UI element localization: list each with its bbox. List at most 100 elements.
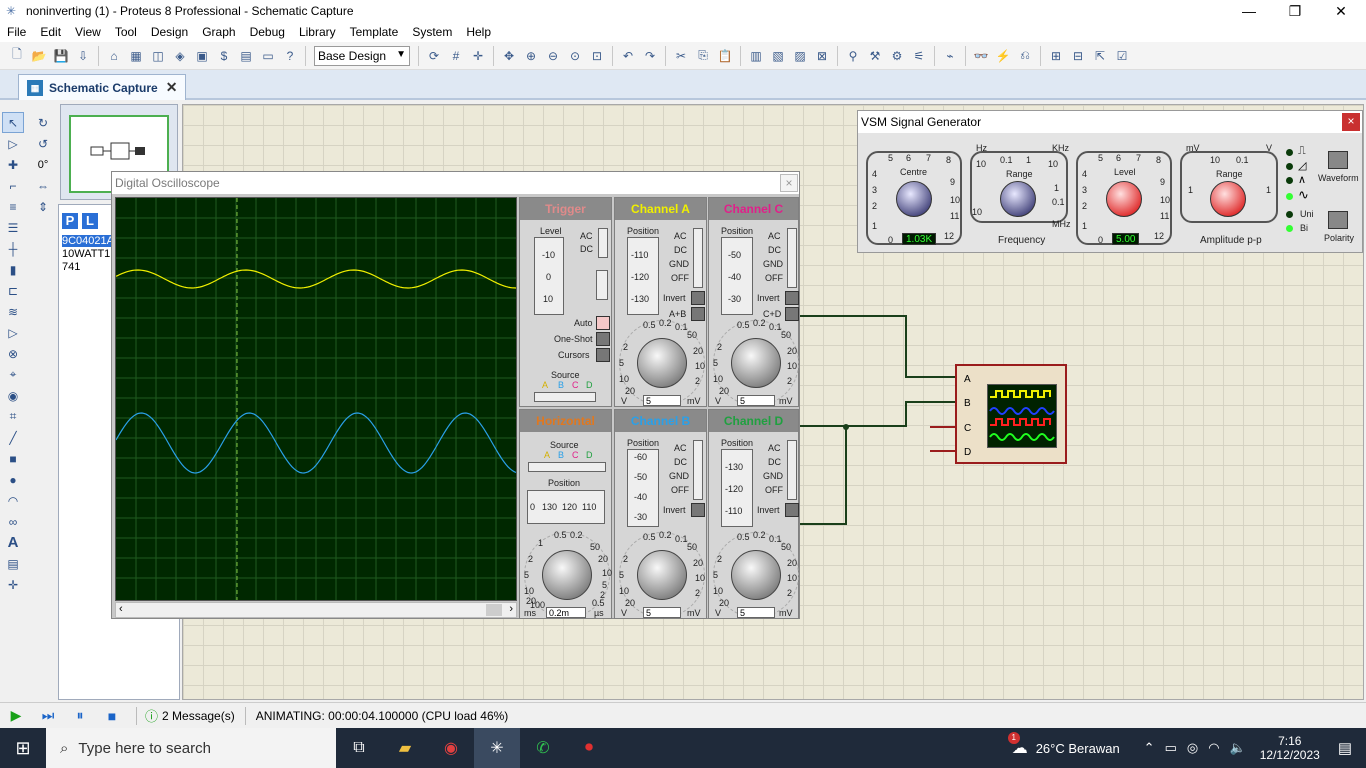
channel-c-volts-knob[interactable]	[731, 338, 781, 388]
design-select[interactable]: Base Design ▼	[314, 45, 410, 66]
trigger-auto-button[interactable]	[596, 316, 610, 330]
zoom-area-icon[interactable]: ⊡	[591, 48, 603, 63]
paste-icon[interactable]: 📋	[717, 48, 733, 63]
trigger-level-slider[interactable]: -10 0 10	[534, 237, 564, 315]
pause-icon[interactable]: ⏸	[76, 707, 84, 723]
wire-autorouter-icon[interactable]: ⌁	[946, 48, 954, 63]
taskbar-search-box[interactable]: ⌕ Type here to search	[46, 728, 336, 768]
rotate-anticlockwise-icon[interactable]: ↺	[37, 136, 49, 151]
minimize-button[interactable]: —	[1242, 3, 1256, 19]
chrome-icon[interactable]: ◉	[444, 740, 458, 757]
copy-icon[interactable]: ⎘	[698, 48, 708, 62]
pick-device-icon[interactable]: ⚲	[848, 48, 858, 63]
notes-icon[interactable]: ▭	[262, 48, 274, 63]
generator-mode-icon[interactable]: ⊗	[7, 346, 19, 361]
tape-recorder-icon[interactable]: ▷	[8, 325, 18, 340]
channel-a-invert-button[interactable]	[691, 291, 705, 305]
menu-help[interactable]: Help	[466, 25, 492, 39]
3d-icon[interactable]: ◈	[175, 48, 185, 63]
menu-debug[interactable]: Debug	[249, 25, 285, 39]
decompose-icon[interactable]: ⚟	[913, 48, 925, 63]
weather-icon[interactable]: ☁ 1	[1007, 732, 1028, 758]
channel-a-coupling-switch[interactable]	[693, 228, 703, 288]
menu-file[interactable]: File	[7, 25, 27, 39]
junction-dot-icon[interactable]: ✚	[7, 157, 19, 172]
channel-a-volts-knob[interactable]	[637, 338, 687, 388]
stop-icon[interactable]: ■	[107, 707, 117, 724]
menu-library[interactable]: Library	[298, 25, 336, 39]
new-file-icon[interactable]: 🗋	[12, 47, 22, 61]
weather-text[interactable]: 26°C Berawan	[1035, 740, 1120, 756]
whatsapp-icon[interactable]: ✆	[536, 740, 550, 757]
device-pins-icon[interactable]: ⊏	[7, 283, 19, 298]
task-view-icon[interactable]: ⧉	[353, 739, 365, 756]
volume-icon[interactable]: 🔈	[1229, 740, 1246, 755]
wire-label-icon[interactable]: ⌐	[9, 178, 17, 193]
channel-c-value[interactable]: 5	[737, 395, 775, 406]
device-item-10watt1[interactable]: 10WATT1	[62, 248, 111, 260]
battery-icon[interactable]: ▭	[1164, 740, 1177, 755]
line-tool-icon[interactable]: ╱	[9, 430, 17, 445]
channel-b-position-slider[interactable]: -60 -50 -40 -30	[627, 449, 659, 527]
rotate-clockwise-icon[interactable]: ↻	[37, 115, 49, 130]
pick-devices-button[interactable]: P	[62, 213, 78, 229]
home-icon[interactable]: ⌂	[110, 48, 118, 63]
channel-c-coupling-switch[interactable]	[787, 228, 797, 288]
amplitude-range-knob[interactable]	[1210, 181, 1246, 217]
trigger-source-slider[interactable]	[534, 392, 596, 402]
webcam-icon[interactable]: ◎	[1186, 740, 1199, 755]
scroll-right-icon[interactable]: ›	[509, 603, 513, 615]
open-file-icon[interactable]: 📂	[31, 48, 47, 63]
block-rotate-icon[interactable]: ▨	[794, 48, 806, 63]
trigger-edge-switch[interactable]	[596, 270, 608, 300]
close-tab-icon[interactable]: ✕	[165, 79, 178, 95]
channel-c-combine-button[interactable]	[785, 307, 799, 321]
channel-b-volts-knob[interactable]	[637, 550, 687, 600]
remove-sheet-icon[interactable]: ⊟	[1072, 48, 1084, 63]
block-copy-icon[interactable]: ▥	[750, 48, 762, 63]
signal-generator-title-bar[interactable]: VSM Signal Generator	[858, 111, 1362, 133]
text-tool-icon[interactable]: A	[7, 534, 19, 551]
channel-d-coupling-switch[interactable]	[787, 440, 797, 500]
gerber-icon[interactable]: ▣	[196, 48, 208, 63]
menu-graph[interactable]: Graph	[202, 25, 236, 39]
channel-d-position-slider[interactable]: -130 -120 -110	[721, 449, 753, 527]
selection-mode-icon[interactable]: ↖	[2, 112, 24, 133]
pcb-icon[interactable]: ◫	[152, 48, 164, 63]
wifi-icon[interactable]: ◠	[1208, 740, 1220, 755]
channel-b-invert-button[interactable]	[691, 503, 705, 517]
zoom-all-icon[interactable]: ⊙	[569, 48, 581, 63]
help-icon[interactable]: ?	[286, 48, 294, 63]
channel-c-invert-button[interactable]	[785, 291, 799, 305]
menu-design[interactable]: Design	[150, 25, 189, 39]
channel-a-value[interactable]: 5	[643, 395, 681, 406]
terminals-icon[interactable]: ▮	[9, 262, 17, 277]
horizontal-source-slider[interactable]	[528, 462, 606, 472]
step-icon[interactable]: ⏭	[41, 707, 55, 723]
subcircuit-icon[interactable]: ┼	[8, 241, 18, 256]
rotation-value[interactable]: 0°	[37, 158, 49, 171]
channel-a-position-slider[interactable]: -110 -120 -130	[627, 237, 659, 315]
import-icon[interactable]: ⇩	[77, 48, 89, 63]
current-probe-icon[interactable]: ◉	[7, 388, 19, 403]
box-tool-icon[interactable]: ■	[9, 451, 17, 466]
symbol-tool-icon[interactable]: ▤	[7, 556, 19, 571]
trigger-coupling-switch[interactable]	[598, 228, 608, 258]
voltage-probe-icon[interactable]: ⌖	[9, 367, 17, 381]
messages-count[interactable]: 2 Message(s)	[162, 708, 235, 723]
trigger-one-shot-button[interactable]	[596, 332, 610, 346]
arc-tool-icon[interactable]: ◠	[7, 493, 19, 508]
device-item-9c04021a[interactable]: 9C04021A	[62, 235, 114, 247]
file-explorer-icon[interactable]: ▰	[398, 740, 412, 757]
origin-icon[interactable]: ✛	[472, 48, 484, 63]
scroll-left-icon[interactable]: ‹	[119, 603, 123, 615]
menu-tool[interactable]: Tool	[114, 25, 137, 39]
source-icon[interactable]: ▤	[240, 48, 252, 63]
circle-tool-icon[interactable]: ●	[9, 472, 17, 487]
close-window-button[interactable]: ✕	[1335, 3, 1347, 19]
electrical-rule-check-icon[interactable]: ☑	[1116, 48, 1128, 63]
block-delete-icon[interactable]: ⊠	[816, 48, 828, 63]
zoom-in-icon[interactable]: ⊕	[525, 48, 537, 63]
scroll-thumb[interactable]	[486, 604, 502, 616]
undo-icon[interactable]: ↶	[622, 48, 634, 63]
